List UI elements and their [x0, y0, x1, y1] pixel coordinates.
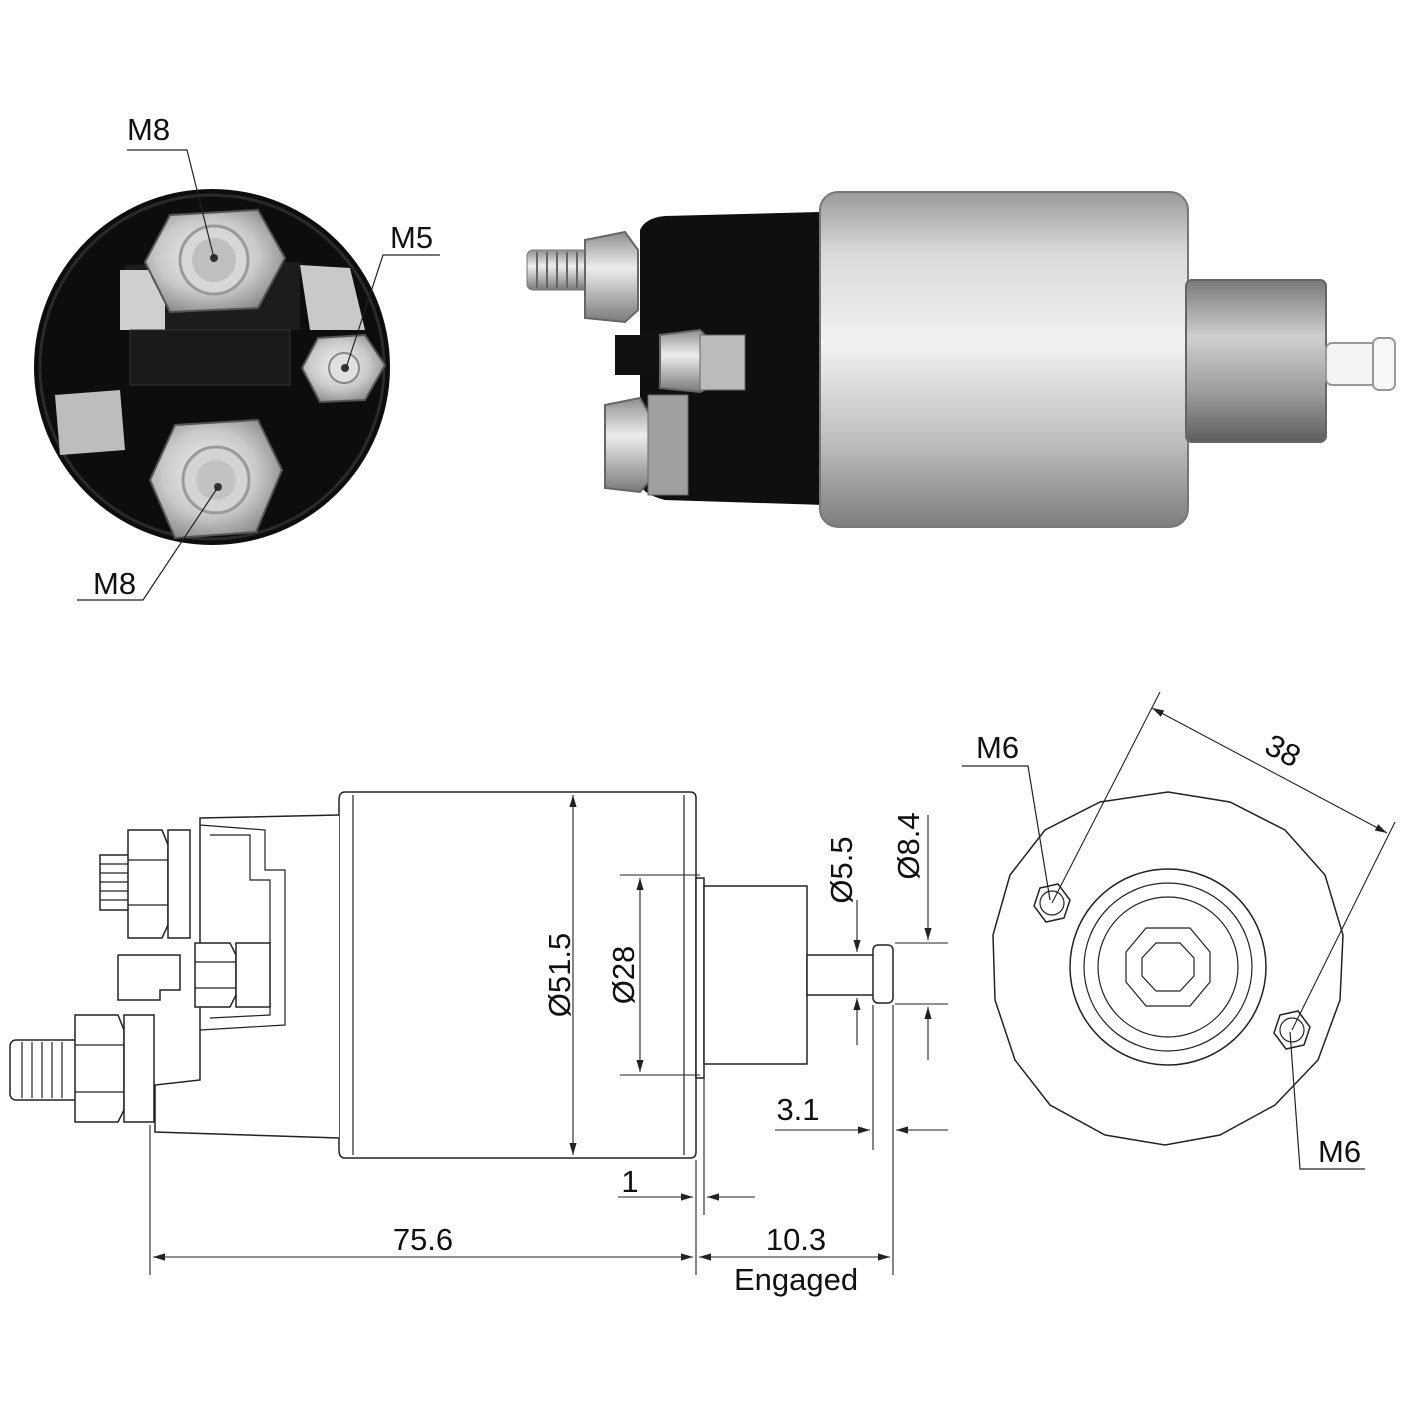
small-terminal-bracket [300, 265, 365, 330]
photo-callouts: M8 M5 M8 [77, 112, 440, 601]
side-view-dimensions: Ø51.5 Ø28 Ø5.5 Ø8.4 3.1 1 75.6 10.3 [149, 795, 948, 1297]
drawing-sleeve [703, 885, 808, 1065]
drawing-nut-bottom [74, 1014, 125, 1123]
dim-overall-length: 75.6 [393, 1222, 453, 1257]
drawing-plunger [806, 954, 878, 996]
stud-nut-top [584, 230, 639, 324]
dim-boss-diameter: Ø28 [606, 946, 641, 1005]
dim-hole-spacing: 38 [1259, 727, 1306, 774]
label-hole-bottom: M6 [1318, 1134, 1361, 1169]
dim-tip-length: 3.1 [776, 1092, 819, 1127]
terminal-tab [55, 390, 125, 455]
drawing-end-view: 38 M6 M6 [962, 691, 1396, 1170]
photo-side-view [526, 191, 1396, 528]
dim-plunger-diameter: Ø5.5 [824, 836, 859, 903]
drawing-body [338, 791, 697, 1159]
end-view-boss [1069, 868, 1267, 1066]
dim-flange-gap: 1 [621, 1164, 638, 1199]
side-sleeve [1185, 279, 1327, 443]
dim-body-diameter: Ø51.5 [542, 933, 577, 1017]
end-view-hex-socket [1125, 927, 1211, 1007]
label-bottom-m8: M8 [93, 566, 136, 601]
label-m5: M5 [390, 220, 433, 255]
label-top-m8: M8 [127, 112, 170, 147]
drawing-m5-nut [194, 942, 237, 1008]
drawing-stud-bottom [9, 1039, 81, 1101]
dim-tip-diameter: Ø8.4 [891, 812, 926, 879]
photo-end-view [34, 189, 390, 545]
drawing-small-terminal [117, 954, 181, 1001]
dim-engaged-stroke: 10.3 [766, 1222, 826, 1257]
engaged-label: Engaged [734, 1262, 858, 1297]
stud-nut-bottom [604, 396, 651, 494]
drawing-side-view [9, 791, 894, 1159]
label-hole-top: M6 [976, 730, 1019, 765]
drawing-nut-top [127, 829, 169, 939]
side-main-body [819, 191, 1189, 528]
drawing-plunger-tip [872, 944, 894, 1004]
